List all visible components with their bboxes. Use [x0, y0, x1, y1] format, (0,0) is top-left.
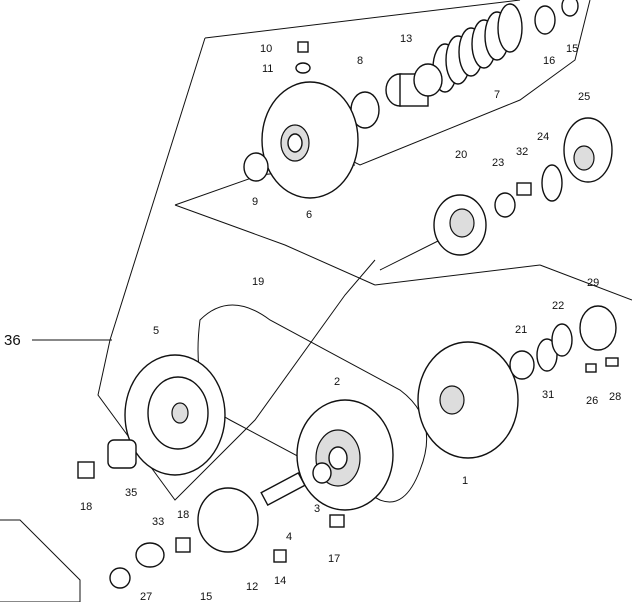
collar-part-32 [516, 182, 532, 196]
oil-seal-part-9 [243, 152, 269, 182]
callout-11: 11 [262, 63, 273, 75]
callout-28: 28 [609, 391, 621, 403]
callout-24: 24 [537, 131, 549, 143]
gear-part-25 [563, 117, 613, 183]
nut-part-17 [329, 514, 345, 528]
ring-part-31 [536, 338, 558, 372]
callout-9: 9 [252, 196, 258, 208]
callout-15: 15 [566, 43, 578, 55]
assembly-boundary-outline [204, 0, 521, 39]
callout-18-lower: 18 [177, 509, 189, 521]
callout-31: 31 [542, 389, 554, 401]
secondary-shaft-part-20 [379, 194, 487, 271]
bearing-part-29 [579, 305, 617, 351]
drive-face-part-5 [124, 354, 226, 476]
bearing-part-24 [541, 164, 563, 202]
callout-6: 6 [306, 209, 312, 221]
bolt-part-26 [585, 363, 597, 373]
callout-14: 14 [274, 575, 286, 587]
callout-26: 26 [586, 395, 598, 407]
callout-10: 10 [260, 43, 272, 55]
callout-13: 13 [400, 33, 412, 45]
callout-33: 33 [152, 516, 164, 528]
callout-21: 21 [515, 324, 527, 336]
ring-part-22 [551, 323, 573, 357]
bolt-part-28 [605, 357, 619, 367]
seal-part-27 [109, 567, 131, 589]
callout-23: 23 [492, 157, 504, 169]
callout-25: 25 [578, 91, 590, 103]
callout-20-upper: 20 [455, 149, 467, 161]
nut-part-11 [295, 62, 311, 74]
callout-36: 36 [4, 332, 21, 349]
washer-part-23 [494, 192, 516, 218]
washer-part-15 [561, 0, 579, 17]
secondary-assembly-outline-2 [374, 264, 541, 286]
cap-part-10 [297, 41, 309, 53]
callout-16: 16 [543, 55, 555, 67]
assembly-boundary-lower [174, 204, 376, 286]
cover-part-33 [135, 542, 165, 568]
collar-part-3 [312, 462, 332, 484]
callout-17: 17 [328, 553, 340, 565]
washer-part-16 [534, 5, 556, 35]
callout-18-left: 18 [80, 501, 92, 513]
spacer-part-35 [107, 439, 137, 469]
callout-35: 35 [125, 487, 137, 499]
callout-1: 1 [462, 475, 468, 487]
collar-part-18a [77, 461, 95, 479]
callout-22: 22 [552, 300, 564, 312]
callout-3: 3 [314, 503, 320, 515]
assembly-boundary-outline-right [349, 0, 591, 166]
callout-4: 4 [286, 531, 292, 543]
nut-part-14 [273, 549, 287, 563]
collar-part-18b [175, 537, 191, 553]
pin-part-4 [260, 472, 306, 506]
spring-seat-part-13 [385, 63, 443, 107]
ramp-plate-part-12 [197, 487, 259, 553]
callout-5: 5 [153, 325, 159, 337]
callout-15-lower: 15 [200, 591, 212, 602]
callout-8: 8 [357, 55, 363, 67]
movable-face-part-6 [261, 81, 359, 199]
callout-19: 19 [252, 276, 264, 288]
callout-12: 12 [246, 581, 258, 593]
spring-part-7 [432, 3, 523, 93]
callout-27: 27 [140, 591, 152, 602]
secondary-assembly-outline [539, 264, 632, 301]
callout-32: 32 [516, 146, 528, 158]
primary-pulley-part-2 [296, 399, 394, 511]
callout-29: 29 [587, 277, 599, 289]
crankcase-cover [0, 519, 81, 602]
callout-7: 7 [494, 89, 500, 101]
secondary-pulley-part-1 [417, 341, 519, 459]
bearing-part-21 [509, 350, 535, 380]
callout-2: 2 [334, 376, 340, 388]
